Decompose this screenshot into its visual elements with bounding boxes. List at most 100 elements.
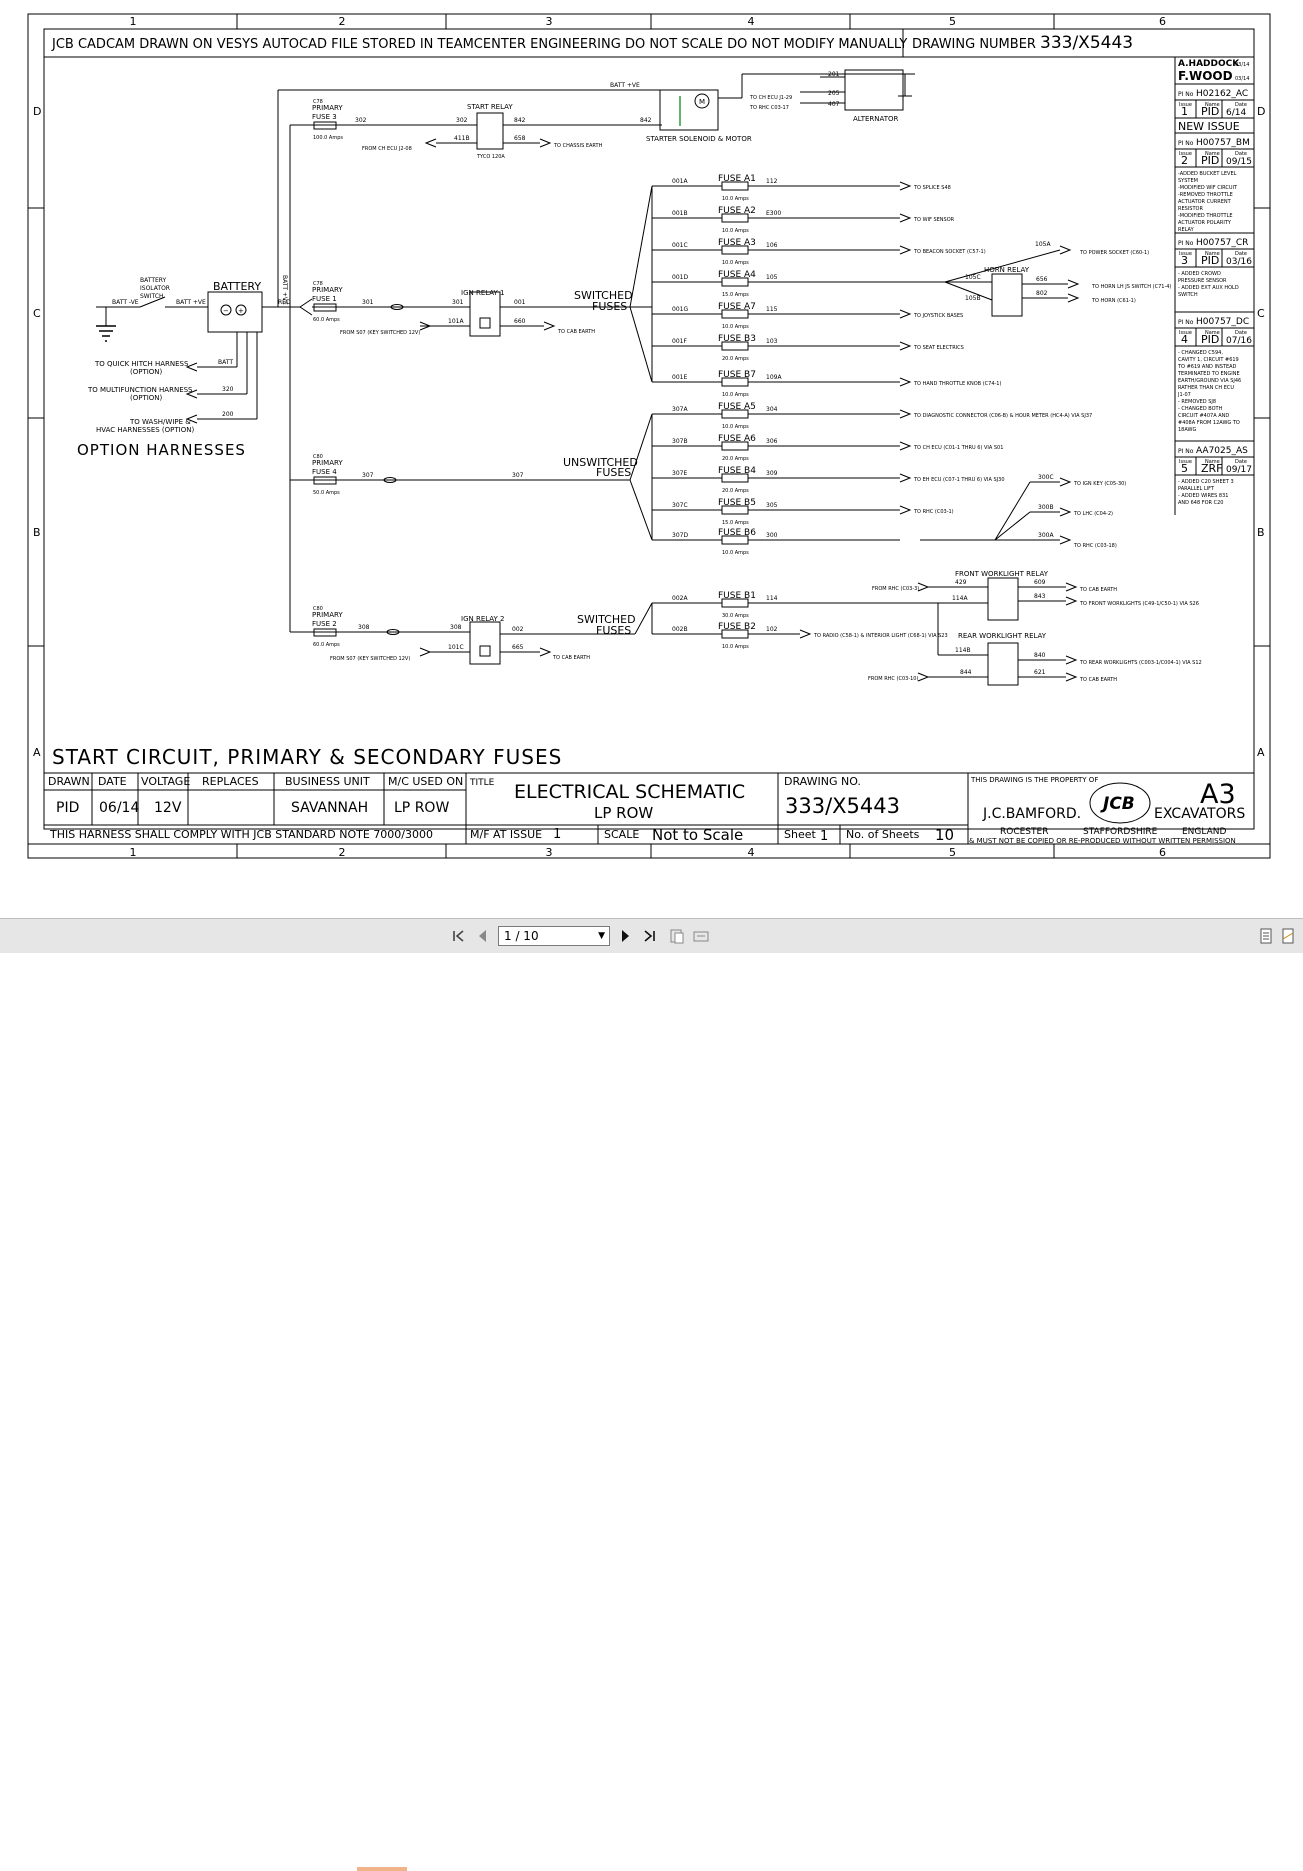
rev-pi: H02162_AC: [1196, 89, 1248, 99]
svg-text:TO HORN LH JS SWITCH (C71-4): TO HORN LH JS SWITCH (C71-4): [1091, 284, 1171, 290]
svg-text:HORN RELAY: HORN RELAY: [984, 266, 1030, 274]
prev-page-icon[interactable]: [474, 927, 492, 945]
svg-text:TO LHC (C04-2): TO LHC (C04-2): [1073, 511, 1113, 517]
svg-text:12V: 12V: [154, 800, 182, 816]
svg-text:STARTER SOLENOID & MOTOR: STARTER SOLENOID & MOTOR: [646, 135, 752, 143]
svg-text:FUSE 3: FUSE 3: [312, 113, 337, 121]
grid-col-top: 2: [339, 15, 346, 28]
rev-date: 6/14: [1226, 108, 1246, 118]
fuse-rating: 10.0 Amps: [722, 228, 749, 234]
svg-text:DATE: DATE: [98, 775, 127, 788]
svg-text:TO REAR WORKLIGHTS (C003-1/C00: TO REAR WORKLIGHTS (C003-1/C004-1) VIA S…: [1079, 660, 1202, 666]
svg-text:TO CHASSIS EARTH: TO CHASSIS EARTH: [553, 143, 603, 149]
svg-text:06/14: 06/14: [99, 800, 139, 816]
grid-col-bottom: 5: [949, 846, 956, 859]
svg-text:FRONT WORKLIGHT RELAY: FRONT WORKLIGHT RELAY: [955, 570, 1049, 578]
svg-text:SWITCHED: SWITCHED: [574, 289, 633, 302]
grid-row-left: D: [33, 105, 41, 118]
svg-text:Name: Name: [1205, 151, 1220, 157]
svg-text:C78: C78: [313, 99, 323, 105]
horn-relay: [991, 273, 1023, 317]
svg-text:Issue: Issue: [1179, 330, 1192, 336]
svg-text:DRAWING NO.: DRAWING NO.: [784, 775, 861, 788]
alternator: [844, 69, 904, 111]
rev-note: -MODIFIED WIF CIRCUIT: [1178, 185, 1238, 191]
start-relay: [476, 112, 504, 150]
tab-indicator: [357, 1867, 407, 1871]
fuse-name: FUSE A3: [718, 238, 756, 248]
fuse-output-wire: 106: [766, 242, 778, 249]
grid-col-top: 5: [949, 15, 956, 28]
svg-text:609: 609: [1034, 579, 1046, 586]
fuse-destination: TO HAND THROTTLE KNOB (C74-1): [913, 381, 1001, 387]
svg-text:302: 302: [456, 117, 468, 124]
svg-text:HVAC HARNESSES (OPTION): HVAC HARNESSES (OPTION): [96, 426, 194, 434]
svg-text:411B: 411B: [454, 135, 470, 142]
svg-text:−: −: [223, 307, 229, 315]
rev-name: PID: [1201, 333, 1219, 346]
single-page-view-icon[interactable]: [1257, 927, 1275, 945]
svg-text:842: 842: [514, 117, 526, 124]
rev-pi-label: PI No: [1178, 240, 1194, 247]
next-page-icon[interactable]: [616, 927, 634, 945]
svg-text:1: 1: [553, 827, 561, 842]
svg-text:TO MULTIFUNCTION HARNESS: TO MULTIFUNCTION HARNESS: [87, 386, 193, 394]
svg-text:TITLE: TITLE: [469, 778, 495, 788]
fuse-input-wire: 001B: [672, 210, 688, 217]
svg-text:REPLACES: REPLACES: [202, 775, 259, 788]
svg-text:ELECTRICAL SCHEMATIC: ELECTRICAL SCHEMATIC: [514, 781, 745, 803]
fuse-rating: 10.0 Amps: [722, 424, 749, 430]
svg-text:Name: Name: [1205, 102, 1220, 108]
fuse-name: FUSE A6: [718, 434, 756, 444]
svg-text:FUSES: FUSES: [596, 466, 631, 479]
page-layout-icon[interactable]: [1279, 927, 1297, 945]
fuse-output-wire: E300: [766, 210, 781, 217]
svg-text:EXCAVATORS: EXCAVATORS: [1154, 806, 1245, 822]
rev-name: PID: [1201, 254, 1219, 267]
sheet-border: [27, 13, 1271, 859]
rev-note: SYSTEM: [1178, 178, 1198, 184]
first-page-icon[interactable]: [450, 927, 468, 945]
page-selector[interactable]: 1 / 10▼: [498, 926, 610, 946]
rev-note: RELAY: [1178, 227, 1195, 233]
svg-text:10: 10: [935, 826, 954, 844]
rev-issue: 3: [1181, 254, 1188, 267]
svg-text:C80: C80: [313, 454, 323, 460]
svg-text:60.0 Amps: 60.0 Amps: [313, 317, 340, 323]
fuse-destination: TO RHC (C03-1): [913, 509, 954, 515]
svg-text:Date: Date: [1235, 459, 1247, 465]
grid-row-left: C: [33, 307, 41, 320]
rev-pi-label: PI No: [1178, 319, 1194, 326]
batt-neg-label: BATT -VE: [112, 299, 139, 306]
svg-text:320: 320: [222, 386, 234, 393]
svg-text:842: 842: [640, 117, 652, 124]
rev-name: ZRF: [1201, 462, 1223, 475]
fuse-destination: TO CH ECU (C01-1 THRU 6) VIA S01: [913, 445, 1003, 451]
svg-text:Date: Date: [1235, 102, 1247, 108]
svg-text:TO QUICK HITCH HARNESS: TO QUICK HITCH HARNESS: [94, 360, 189, 368]
fuse-name: FUSE A1: [718, 174, 756, 184]
svg-text:300A: 300A: [1038, 532, 1054, 539]
rev-pi-label: PI No: [1178, 448, 1194, 455]
rev-note: - ADDED WIRES 831: [1178, 493, 1228, 499]
svg-text:TO FRONT WORKLIGHTS (C49-1/C50: TO FRONT WORKLIGHTS (C49-1/C50-1) VIA S2…: [1079, 601, 1199, 607]
fit-width-icon[interactable]: [692, 927, 710, 945]
fit-page-icon[interactable]: [668, 927, 686, 945]
rev-pi: AA7025_AS: [1196, 446, 1248, 456]
last-page-icon[interactable]: [640, 927, 658, 945]
fuse-destination: TO JOYSTICK BASES: [913, 313, 963, 319]
fuse-destination: TO SEAT ELECTRICS: [913, 345, 964, 351]
grid-row-right: D: [1257, 105, 1265, 118]
fuse-output-wire: 115: [766, 306, 778, 313]
svg-text:308: 308: [358, 624, 370, 631]
svg-text:ENGLAND: ENGLAND: [1182, 827, 1227, 837]
batt-pos-label: BATT +VE: [176, 299, 206, 306]
fuse-destination: TO BEACON SOCKET (C57-1): [913, 249, 986, 255]
fuse-destination: TO WIF SENSOR: [913, 217, 955, 223]
front-worklight-relay: [987, 577, 1019, 621]
fuse-name: FUSE B5: [718, 498, 756, 508]
grid-col-bottom: 3: [546, 846, 553, 859]
fuse-input-wire: 001C: [672, 242, 688, 249]
svg-text:SWITCHED: SWITCHED: [577, 613, 636, 626]
